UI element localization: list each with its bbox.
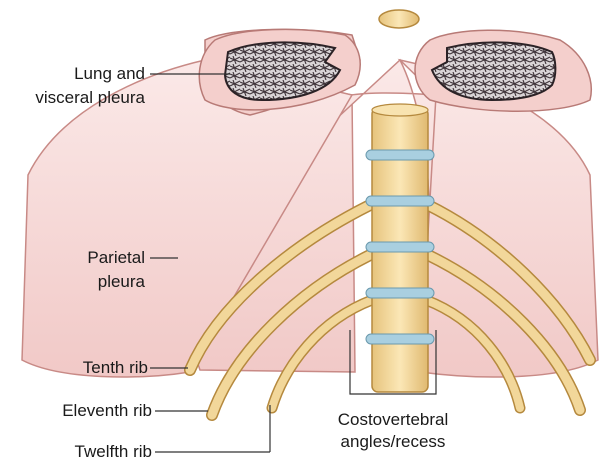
disc-3	[366, 242, 434, 252]
right-lung	[432, 42, 555, 100]
lung-label-line1: Lung and	[20, 64, 145, 84]
parietal-label-line2: pleura	[60, 272, 145, 292]
disc-1	[366, 150, 434, 160]
tenth-rib-label: Tenth rib	[40, 358, 148, 378]
disc-4	[366, 288, 434, 298]
twelfth-rib-label: Twelfth rib	[20, 442, 152, 462]
eleventh-rib-label: Eleventh rib	[20, 401, 152, 421]
sternum	[379, 10, 419, 28]
costovertebral-label-line2: angles/recess	[308, 432, 478, 452]
costovertebral-label-line1: Costovertebral	[308, 410, 478, 430]
parietal-label-line1: Parietal	[60, 248, 145, 268]
lung-label-line2: visceral pleura	[0, 88, 145, 108]
vertebral-column	[366, 104, 434, 392]
disc-5	[366, 334, 434, 344]
disc-2	[366, 196, 434, 206]
